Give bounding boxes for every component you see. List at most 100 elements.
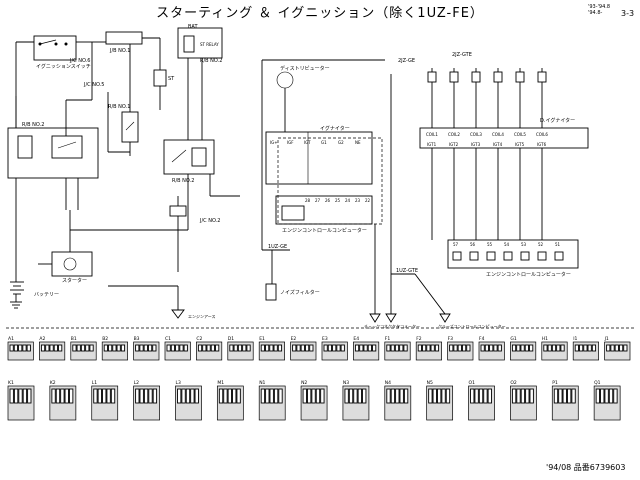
- connector-pin-H1-4: [560, 344, 565, 352]
- connector-pin-N2-3: [315, 388, 321, 404]
- connector-pin-P1-0: [553, 388, 559, 404]
- connector-pin-E2-3: [304, 344, 310, 352]
- cruise-ecu-label: クルーズコントロールコンピューター: [438, 323, 506, 329]
- connector-pin-N2-1: [307, 388, 312, 404]
- connector-pin-B3-1: [139, 344, 144, 352]
- connector-pin-N3-0: [344, 388, 349, 404]
- connector-label-L1: L1: [92, 380, 98, 386]
- ecu-upper-pin-23: 23: [355, 198, 361, 203]
- connector-pin-L3-2: [185, 388, 191, 404]
- connector-pin-F4-3: [493, 344, 498, 352]
- connector-pin-F3-3: [461, 344, 467, 352]
- connector-pin-K2-1: [55, 388, 61, 404]
- connector-label-O2: O2: [510, 380, 517, 386]
- ecu-upper-pin-25: 25: [335, 198, 341, 203]
- coil-connector-2: [449, 71, 459, 83]
- engine-ecu-left-label: エンジンコントロールコンピューター: [282, 227, 367, 234]
- coil-connector-6: [537, 71, 547, 83]
- connector-label-M1: M1: [217, 380, 224, 386]
- connector-pin-G1-0: [511, 344, 517, 352]
- connector-pin-F2-2: [426, 344, 431, 352]
- connector-pin-N1-3: [273, 388, 279, 404]
- bat-label: BAT: [188, 24, 198, 30]
- check-connector-label: チェックコネクター: [364, 323, 400, 329]
- connector-pin-N4-1: [390, 388, 396, 404]
- connector-pin-C2-4: [215, 344, 220, 352]
- connector-pin-E4-3: [367, 344, 372, 352]
- connector-pin-J1-3: [618, 344, 624, 352]
- connector-pin-N4-2: [395, 388, 400, 404]
- connector-pin-F2-4: [434, 344, 440, 352]
- st-relay-label: ST RELAY: [200, 42, 219, 47]
- starter: スターター: [51, 251, 93, 284]
- connector-label-K1: K1: [8, 380, 14, 386]
- connector-pin-P1-2: [562, 388, 567, 404]
- igt-pin-6: IGT6: [537, 142, 547, 147]
- ignition-coils: [427, 68, 547, 128]
- igt-pin-3: IGT3: [471, 142, 481, 147]
- connector-label-B3: B3: [134, 336, 140, 342]
- j-c-no5-label: J/C NO.5: [83, 82, 104, 88]
- connector-pin-N1-4: [278, 388, 283, 404]
- connector-pin-I1-2: [583, 344, 588, 352]
- connector-pin-F2-1: [422, 344, 427, 352]
- connector-pin-L1-4: [110, 388, 116, 404]
- connector-pin-J1-2: [614, 344, 619, 352]
- connector-pin-B2-1: [108, 344, 113, 352]
- connector-pin-I1-4: [591, 344, 597, 352]
- connector-pin-K1-4: [27, 388, 32, 404]
- connector-label-N3: N3: [343, 380, 349, 386]
- model-year-2: '94.8-: [588, 10, 603, 16]
- connector-pin-J1-4: [623, 344, 628, 352]
- ecu-upper-pin-22: 22: [365, 198, 371, 203]
- connector-pin-L3-3: [190, 388, 195, 404]
- connector-pin-N2-2: [311, 388, 316, 404]
- ecu-lower-transistor-55: [486, 251, 496, 261]
- noise-filter-label: ノイズフィルター: [280, 289, 320, 296]
- connector-pin-K1-3: [22, 388, 28, 404]
- connector-pin-F2-0: [417, 344, 422, 352]
- connector-pin-E3-2: [332, 344, 337, 352]
- connector-pin-F4-4: [497, 344, 502, 352]
- connector-pin-N3-1: [348, 388, 354, 404]
- connector-pin-N5-3: [441, 388, 446, 404]
- ecu-lower-pin-54: 54: [504, 242, 510, 247]
- connector-pin-B1-3: [85, 344, 90, 352]
- connector-pin-N4-0: [386, 388, 391, 404]
- battery: バッテリー: [10, 281, 59, 298]
- engine-ecu-right-label: エンジンコントロールコンピューター: [486, 271, 571, 278]
- connector-pin-B1-0: [72, 344, 77, 352]
- connector-pin-K1-0: [9, 388, 14, 404]
- igt-pin-1: IGT1: [427, 142, 437, 147]
- junction-block-no1: J/B NO.1: [105, 31, 143, 54]
- connector-pin-Q1-2: [604, 388, 609, 404]
- ecu-lower-transistor-54: [503, 251, 513, 261]
- connector-pin-D1-4: [246, 344, 251, 352]
- connector-pin-N1-1: [265, 388, 270, 404]
- starter-connector: [169, 205, 187, 272]
- connector-label-N4: N4: [385, 380, 391, 386]
- connector-pin-O2-4: [529, 388, 534, 404]
- connector-pin-E2-2: [300, 344, 305, 352]
- check-connector: チェックコネクター タコメーター クルーズコントロールコンピューター: [364, 313, 506, 329]
- connector-pin-E1-3: [273, 344, 278, 352]
- connector-pin-C1-4: [183, 344, 188, 352]
- connector-label-I1: I1: [573, 336, 577, 342]
- connector-pin-F3-0: [449, 344, 454, 352]
- relay-r-b-no1: R/B NO.1: [108, 104, 139, 143]
- ecu-lower-pin-55: 55: [487, 242, 493, 247]
- fuse-st-label: ST: [168, 76, 175, 82]
- connector-pin-K2-3: [64, 388, 69, 404]
- connector-pin-N2-0: [302, 388, 307, 404]
- connector-pin-M1-1: [223, 388, 228, 404]
- connector-pin-B2-3: [116, 344, 121, 352]
- connector-pin-E3-1: [327, 344, 333, 352]
- connector-pin-B1-4: [89, 344, 94, 352]
- connector-pin-D1-3: [242, 344, 247, 352]
- ecu-lower-pin-53: 53: [521, 242, 527, 247]
- connector-pin-F3-1: [453, 344, 458, 352]
- connector-label-B1: B1: [71, 336, 77, 342]
- connector-pin-N4-3: [399, 388, 404, 404]
